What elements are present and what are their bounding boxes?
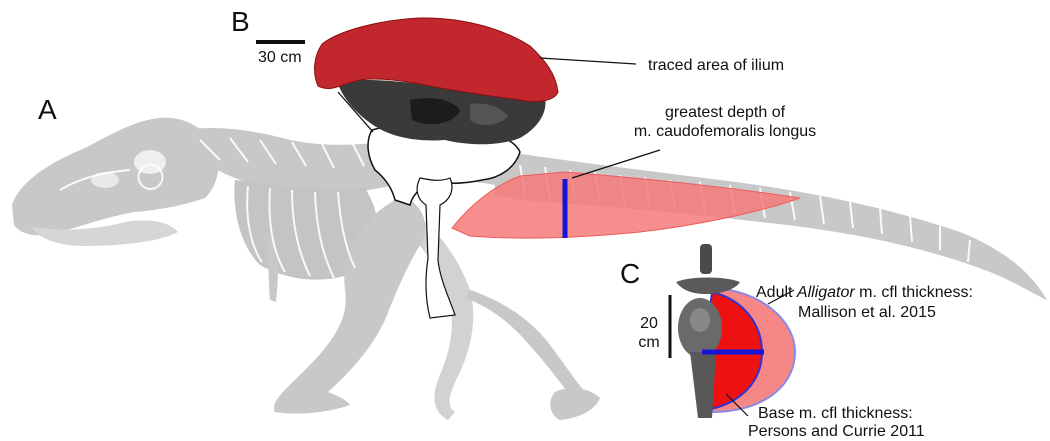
panel-label-c: C — [620, 258, 640, 290]
adult-alligator-label: Adult Alligator m. cfl thickness: — [756, 283, 973, 302]
adult-label-prefix: Adult — [756, 284, 797, 301]
base-cfl-citation: Persons and Currie 2011 — [748, 422, 925, 441]
depth-label-line2: m. caudofemoralis longus — [610, 122, 840, 141]
scale-20-value: 20 — [634, 314, 664, 333]
adult-label-taxon: Alligator — [797, 284, 855, 301]
depth-label-line1: greatest depth of — [610, 103, 840, 122]
tyrannosaur-skeleton-icon — [12, 118, 1047, 420]
adult-alligator-citation: Mallison et al. 2015 — [798, 303, 936, 322]
depth-label: greatest depth of m. caudofemoralis long… — [610, 103, 840, 141]
panel-label-b: B — [231, 6, 250, 38]
scale-label-20cm: 20 cm — [634, 314, 664, 352]
base-cfl-label: Base m. cfl thickness: — [758, 404, 913, 423]
scale-label-30cm: 30 cm — [258, 48, 302, 67]
ilium-leader-line — [540, 58, 636, 64]
ilium-label: traced area of ilium — [648, 56, 784, 75]
adult-label-suffix: m. cfl thickness: — [855, 284, 973, 301]
scale-20-unit: cm — [634, 333, 664, 352]
panel-label-a: A — [38, 94, 57, 126]
